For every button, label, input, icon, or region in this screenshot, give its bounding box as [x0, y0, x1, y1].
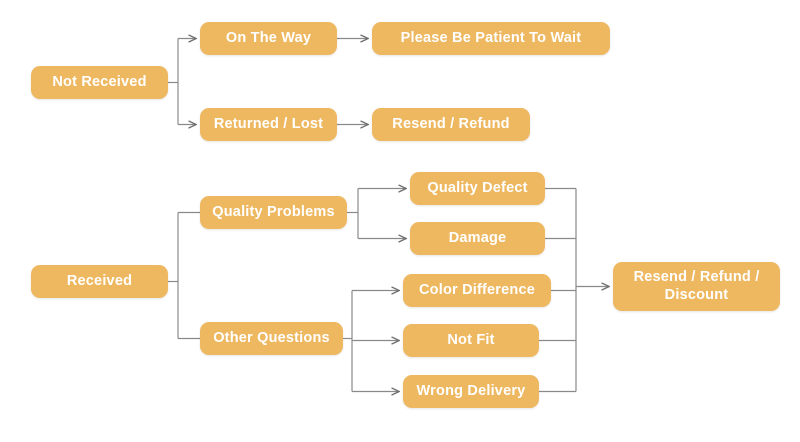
node-label: Wrong Delivery [416, 382, 526, 399]
node-color-difference[interactable]: Color Difference [403, 274, 551, 307]
node-quality-defect[interactable]: Quality Defect [410, 172, 545, 205]
node-label: Quality Defect [427, 179, 528, 196]
node-other-questions[interactable]: Other Questions [200, 322, 343, 355]
node-please-be-patient-to-wait[interactable]: Please Be Patient To Wait [372, 22, 610, 55]
node-label: Resend / Refund / Discount [633, 269, 760, 303]
node-on-the-way[interactable]: On The Way [200, 22, 337, 55]
node-label: Not Fit [447, 331, 495, 348]
node-resend-refund-discount[interactable]: Resend / Refund / Discount [613, 262, 780, 311]
node-label: On The Way [225, 29, 312, 46]
node-not-fit[interactable]: Not Fit [403, 324, 539, 357]
node-returned-lost[interactable]: Returned / Lost [200, 108, 337, 141]
node-label: Damage [448, 229, 507, 246]
node-quality-problems[interactable]: Quality Problems [200, 196, 347, 229]
node-label: Returned / Lost [213, 115, 324, 132]
node-damage[interactable]: Damage [410, 222, 545, 255]
node-label: Quality Problems [212, 203, 335, 220]
node-received[interactable]: Received [31, 265, 168, 298]
node-label: Color Difference [419, 281, 535, 298]
node-resend-refund[interactable]: Resend / Refund [372, 108, 530, 141]
node-wrong-delivery[interactable]: Wrong Delivery [403, 375, 539, 408]
node-label: Not Received [52, 73, 147, 90]
node-label: Received [66, 272, 133, 289]
node-label: Resend / Refund [392, 115, 510, 132]
node-label: Please Be Patient To Wait [400, 29, 582, 46]
node-label: Other Questions [213, 329, 330, 346]
node-not-received[interactable]: Not Received [31, 66, 168, 99]
